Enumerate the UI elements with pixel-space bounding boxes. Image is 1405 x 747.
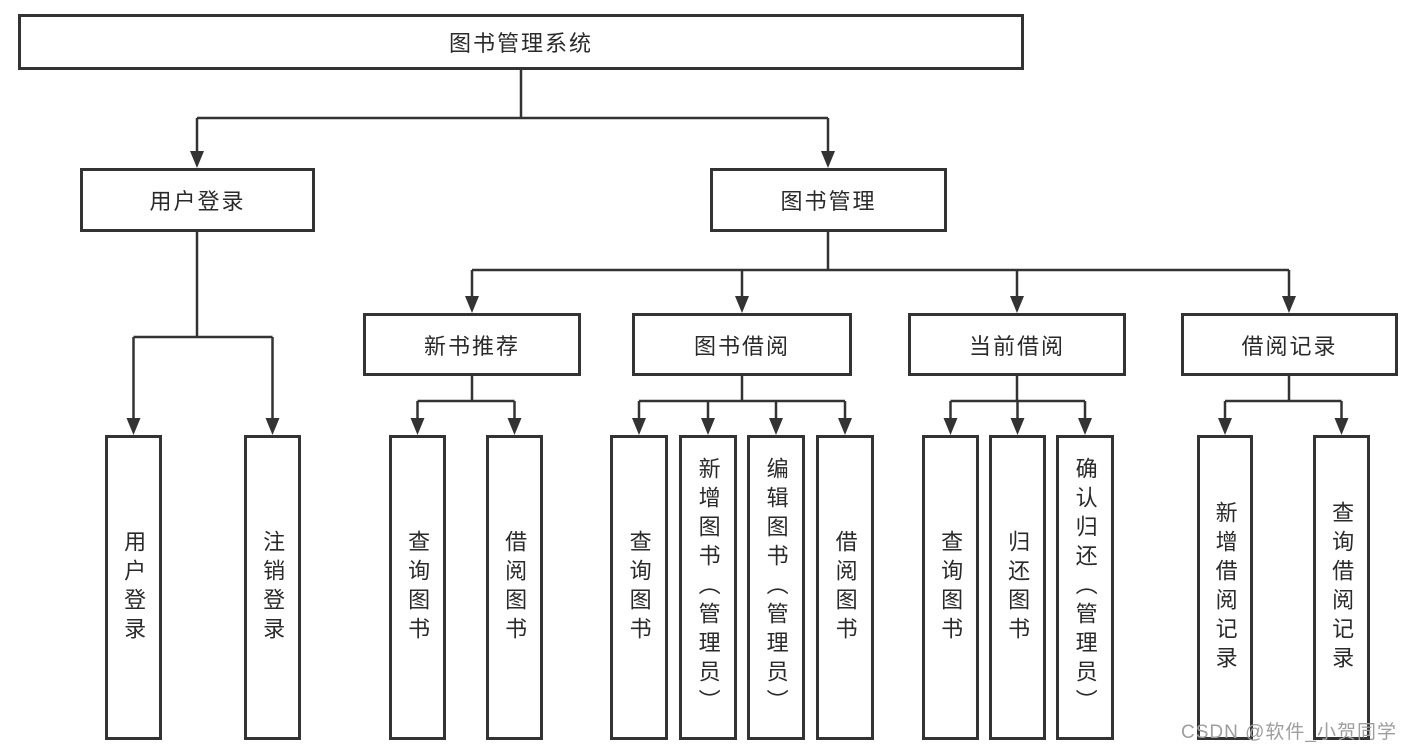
node-label: 查询图书 — [938, 529, 964, 646]
node-borrow-records: 借阅记录 — [1181, 313, 1398, 376]
leaf-edit-books-admin: 编辑图书（管理员） — [747, 435, 805, 740]
node-label: 编辑图书（管理员） — [763, 457, 789, 718]
node-label: 查询图书 — [626, 529, 652, 646]
leaf-query-books-current: 查询图书 — [922, 435, 979, 740]
node-label: 新书推荐 — [423, 333, 520, 359]
node-label: 查询借阅记录 — [1329, 500, 1355, 675]
node-label: 图书管理系统 — [448, 31, 593, 56]
leaf-user-login: 用户登录 — [105, 435, 162, 740]
node-label: 用户登录 — [121, 529, 147, 646]
leaf-query-books-borrow: 查询图书 — [610, 435, 668, 740]
node-current-borrow: 当前借阅 — [908, 313, 1126, 376]
node-label: 用户登录 — [149, 189, 246, 214]
node-label: 借阅记录 — [1241, 333, 1338, 359]
node-label: 查询图书 — [405, 529, 431, 646]
node-label: 归还图书 — [1005, 529, 1031, 646]
node-new-book-recommend: 新书推荐 — [363, 313, 581, 376]
tree-edges — [132, 70, 1343, 421]
leaf-logout: 注销登录 — [244, 435, 301, 740]
node-user-login: 用户登录 — [80, 168, 315, 232]
csdn-watermark: CSDN @软件_小贺同学 — [1181, 722, 1397, 743]
node-root-library-system: 图书管理系统 — [18, 14, 1024, 70]
leaf-return-books: 归还图书 — [989, 435, 1046, 740]
leaf-borrow-books: 借阅图书 — [816, 435, 874, 740]
node-label: 借阅图书 — [502, 529, 528, 646]
node-label: 图书借阅 — [693, 333, 790, 359]
node-label: 图书管理 — [780, 189, 877, 214]
node-label: 新增图书（管理员） — [695, 457, 721, 718]
node-book-management: 图书管理 — [710, 168, 947, 232]
node-book-borrow: 图书借阅 — [632, 313, 852, 376]
leaf-confirm-return-admin: 确认归还（管理员） — [1056, 435, 1114, 740]
leaf-borrow-books-recommend: 借阅图书 — [486, 435, 543, 740]
leaf-query-borrow-record: 查询借阅记录 — [1313, 435, 1370, 740]
node-label: 注销登录 — [260, 529, 286, 646]
leaf-query-books-recommend: 查询图书 — [389, 435, 446, 740]
leaf-add-books-admin: 新增图书（管理员） — [679, 435, 737, 740]
node-label: 借阅图书 — [832, 529, 858, 646]
node-label: 确认归还（管理员） — [1072, 457, 1098, 718]
node-label: 当前借阅 — [968, 333, 1065, 359]
node-label: 新增借阅记录 — [1212, 500, 1238, 675]
leaf-add-borrow-record: 新增借阅记录 — [1197, 435, 1253, 740]
